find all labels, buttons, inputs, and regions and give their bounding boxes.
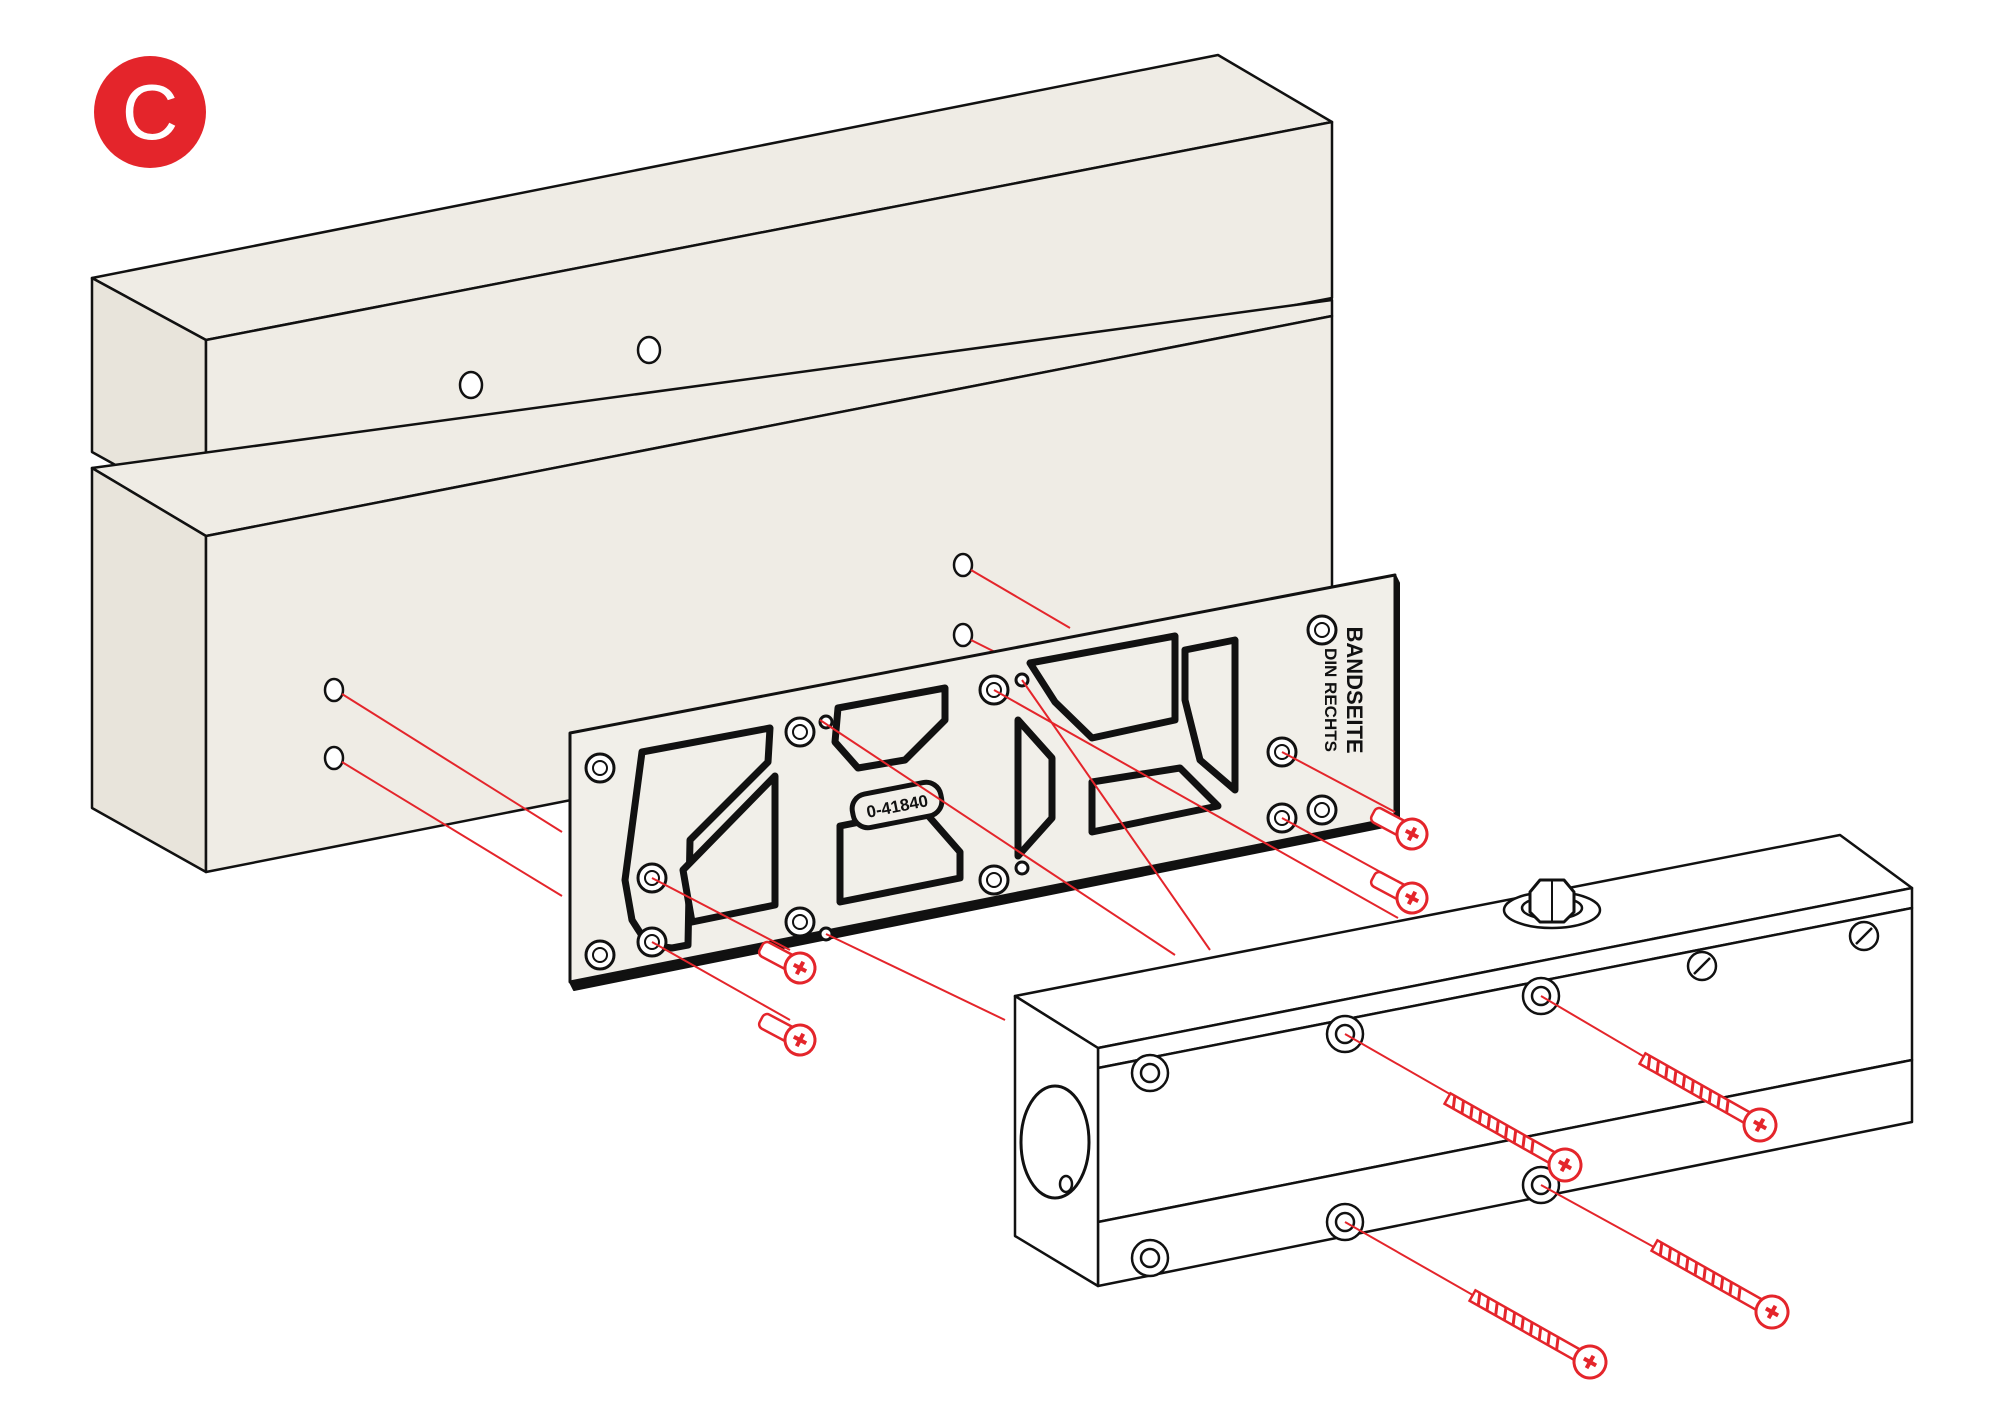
plate-screws	[651, 751, 1429, 1057]
plate-side-text: BANDSEITE	[1342, 626, 1367, 753]
mounting-plate: 0-41840 BANDSEITE DIN RECHTS	[568, 573, 1400, 991]
closer-hole	[1130, 1053, 1170, 1093]
closer-screw	[1637, 1051, 1778, 1143]
frame-hole	[636, 335, 662, 365]
closer-end-cap	[1019, 1084, 1091, 1200]
plate-pin	[1014, 860, 1030, 876]
closer-adjust-screw	[1848, 920, 1880, 952]
plate-hole	[584, 752, 616, 784]
part-number-badge: 0-41840	[849, 779, 945, 831]
closer-adjust-screw	[1686, 950, 1718, 982]
plate-screw	[1369, 806, 1429, 851]
plate-screw	[1369, 870, 1429, 915]
step-label: C	[121, 68, 179, 156]
frame-hole	[323, 677, 345, 703]
frame-hole	[952, 552, 974, 578]
plate-hole	[584, 939, 616, 971]
plate-hole	[784, 906, 816, 938]
plate-pocket-right-d	[1181, 636, 1239, 794]
closer-spindle	[1502, 878, 1602, 930]
plate-pocket-right-a	[1026, 632, 1179, 742]
plate-screw	[757, 1012, 817, 1057]
door-frame	[90, 53, 1334, 874]
closer-screws	[1344, 995, 1790, 1380]
door-closer	[1013, 833, 1914, 1288]
plate-hole	[1306, 614, 1338, 646]
lower-beam-side	[90, 466, 208, 874]
plate-pocket-left	[621, 724, 774, 952]
frame-hole	[458, 370, 484, 400]
closer-screw	[1649, 1238, 1790, 1330]
closer-hole	[1130, 1238, 1170, 1278]
frame-hole	[952, 622, 974, 648]
alignment-lines-plate	[819, 679, 1399, 1021]
closer-screw	[1442, 1091, 1583, 1183]
closer-valve	[1058, 1174, 1074, 1194]
plate-hole	[784, 716, 816, 748]
plate-screw	[757, 940, 817, 985]
frame-hole	[323, 745, 345, 771]
plate-hole	[978, 864, 1010, 896]
plate-hole	[1306, 794, 1338, 826]
alignment-lines-frame	[341, 569, 1071, 897]
plate-side-text-2: DIN RECHTS	[1321, 648, 1340, 752]
closer-screw	[1467, 1288, 1608, 1380]
plate-pocket-left-inner	[679, 772, 779, 926]
step-badge: C	[94, 56, 206, 168]
plate-pocket-right-c	[1088, 764, 1222, 836]
plate-pocket-right-b	[1014, 716, 1056, 860]
